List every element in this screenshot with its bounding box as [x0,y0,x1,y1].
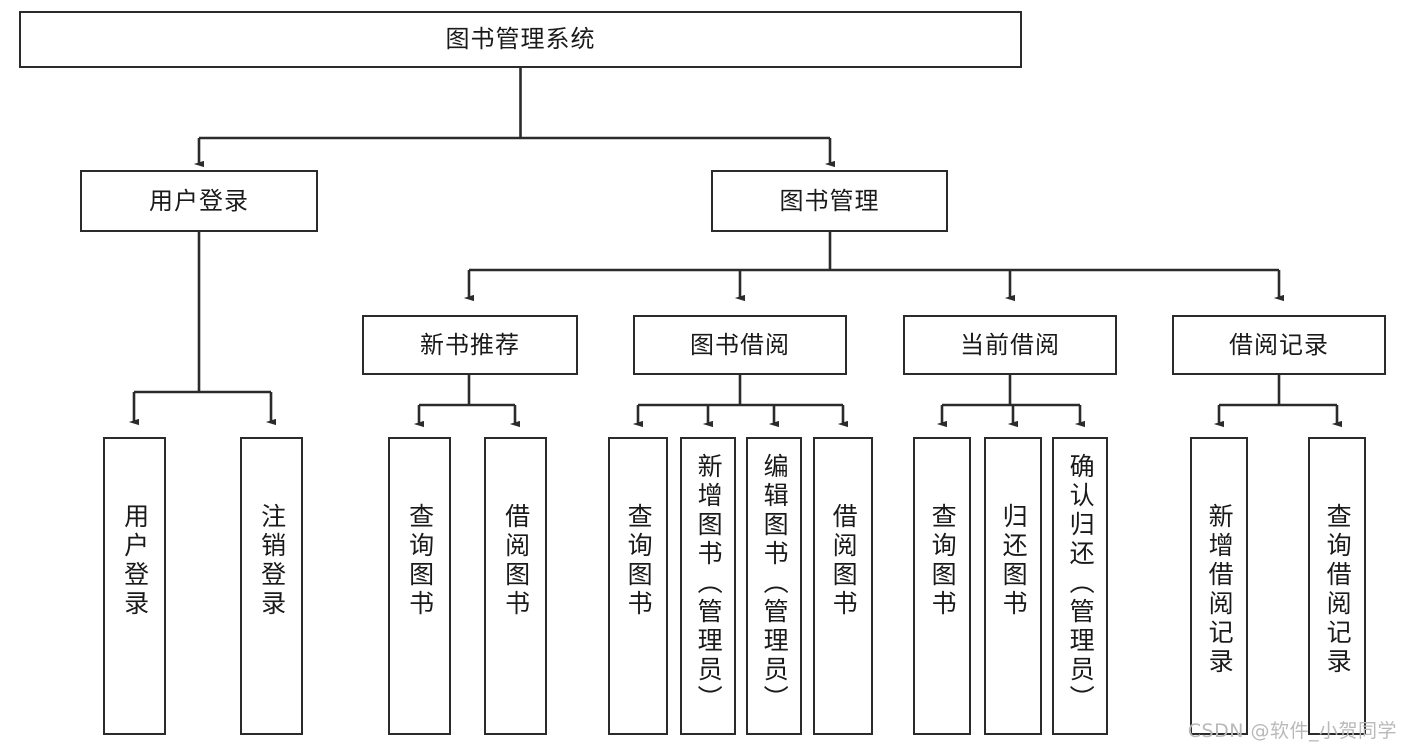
node-leaf-logout-login[interactable]: 注销登录 [240,437,303,735]
leaf-label: 注销登录 [257,503,287,619]
node-leaf-query-book-borrow[interactable]: 查询图书 [608,437,668,735]
node-user-login[interactable]: 用户登录 [80,170,318,232]
leaf-label: 用户登录 [120,503,150,619]
node-leaf-query-book-recommend[interactable]: 查询图书 [388,437,451,735]
leaf-label: 新增借阅记录 [1205,503,1235,677]
node-leaf-borrow-book-recommend[interactable]: 借阅图书 [484,437,547,735]
node-leaf-edit-book[interactable]: 编辑图书（管理员） [746,437,802,735]
leaf-label: 归还图书 [999,503,1029,619]
leaf-label: 借阅图书 [829,503,859,619]
node-leaf-borrow-book[interactable]: 借阅图书 [813,437,873,735]
node-leaf-query-book-current[interactable]: 查询图书 [913,437,971,735]
node-new-book-recommend[interactable]: 新书推荐 [362,315,578,375]
node-current-borrow[interactable]: 当前借阅 [903,315,1117,375]
leaf-label: 查询借阅记录 [1323,503,1353,677]
node-root-system[interactable]: 图书管理系统 [19,11,1022,68]
node-book-management[interactable]: 图书管理 [711,170,948,232]
node-book-borrow[interactable]: 图书借阅 [633,315,847,375]
csdn-watermark: CSDN @软件_小贺同学 [1187,720,1397,742]
node-leaf-return-book[interactable]: 归还图书 [984,437,1042,735]
leaf-label: 查询图书 [624,503,654,619]
leaf-label: 编辑图书（管理员） [760,453,790,714]
node-leaf-add-book[interactable]: 新增图书（管理员） [680,437,736,735]
node-borrow-record[interactable]: 借阅记录 [1172,315,1386,375]
node-leaf-query-borrow-record[interactable]: 查询借阅记录 [1308,437,1366,735]
leaf-label: 借阅图书 [501,503,531,619]
leaf-label: 查询图书 [928,503,958,619]
node-leaf-add-borrow-record[interactable]: 新增借阅记录 [1190,437,1248,735]
leaf-label: 新增图书（管理员） [694,453,724,714]
leaf-label: 确认归还（管理员） [1066,453,1096,714]
node-leaf-user-login[interactable]: 用户登录 [103,437,166,735]
node-leaf-confirm-return[interactable]: 确认归还（管理员） [1052,437,1108,735]
leaf-label: 查询图书 [405,503,435,619]
